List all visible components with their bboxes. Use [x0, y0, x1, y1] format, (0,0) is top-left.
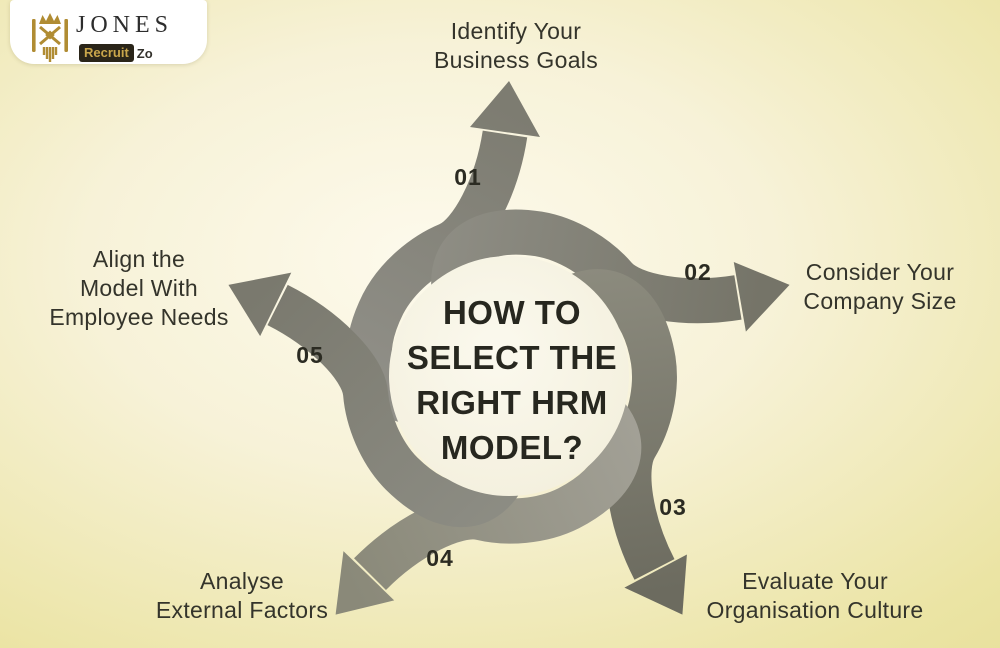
step-label-identify-business-goals: Identify Your Business Goals — [434, 18, 598, 73]
recruit-badge: Recruit — [79, 44, 134, 62]
step-label-evaluate-organisation-culture: Evaluate Your Organisation Culture — [706, 568, 924, 623]
step-label-consider-company-size: Consider Your Company Size — [803, 259, 957, 314]
step-number-1: 01 — [454, 164, 482, 190]
step-number-4: 04 — [426, 545, 454, 571]
badge-suffix: Zo — [136, 45, 153, 61]
step-number-3: 03 — [659, 494, 687, 520]
lion-crown-icon — [32, 13, 68, 62]
step-number-5: 05 — [296, 342, 324, 368]
step-label-analyse-external-factors: Analyse External Factors — [155, 568, 329, 623]
brand-subtitle: Recruit Zo — [79, 44, 153, 62]
center-circle — [389, 256, 629, 496]
jones-recruitzo-logo: JONES Recruit Zo — [10, 0, 207, 64]
diagram-title: HOW TO SELECT THE RIGHT HRM MODEL? — [406, 294, 618, 466]
brand-name: JONES — [76, 12, 174, 38]
step-number-2: 02 — [684, 259, 712, 285]
step-label-align-model-employee-needs: Align the Model With Employee Needs — [49, 246, 229, 330]
